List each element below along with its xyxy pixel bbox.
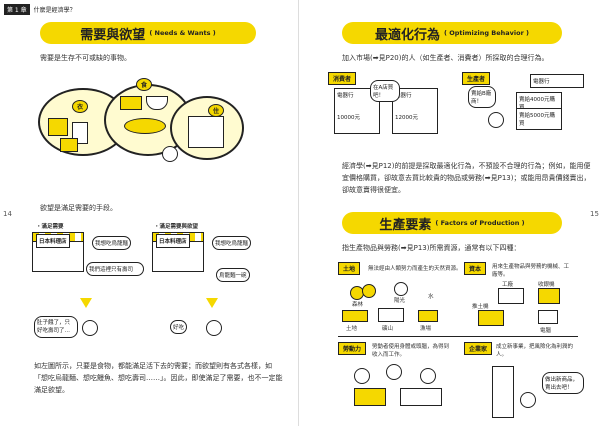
shirt-icon	[48, 118, 68, 136]
land-desc: 無法經由人類努力而產生的天然資源。	[368, 266, 462, 272]
office-building-icon	[492, 366, 514, 418]
thinking-man-icon	[162, 146, 178, 162]
factors-intro: 指生產物品與勞務(➡見P13)所需資源，通常有以下四種：	[342, 244, 521, 252]
building-icon	[188, 116, 224, 148]
panel-left-thought2: 我們這裡只有壽司	[86, 262, 144, 276]
chapter-label: 第 1 章	[4, 4, 30, 15]
worker-icon	[386, 364, 402, 380]
land-item-land: 土地	[346, 326, 358, 332]
entrepreneur-bubble: 做出新商品，賣出去吧！	[542, 372, 584, 394]
rice-bowl-icon	[146, 96, 168, 110]
banner-optimizing: 最適化行為 ( Optimizing Behavior )	[342, 22, 562, 44]
sandwich-icon	[120, 96, 142, 110]
producer-shop-sign: 電器行	[533, 79, 550, 85]
intro-text: 需要是生存不可或缺的事物。	[40, 54, 131, 62]
labor-tag: 勞動力	[338, 342, 367, 355]
entrepreneur-tag: 企業家	[464, 342, 493, 355]
capital-item-computer: 電腦	[540, 328, 552, 334]
capital-item-register: 收銀機	[538, 282, 555, 288]
banner-title: 需要與欲望	[80, 27, 146, 43]
banner-factors: 生產要素 ( Factors of Production )	[342, 212, 562, 234]
section-divider	[338, 336, 578, 337]
labor-desc: 勞動者使用身體或頭腦，為得到收入而工作。	[372, 344, 450, 358]
consumer-tag: 消費者	[328, 72, 357, 85]
page-number-left: 14	[3, 210, 12, 218]
computer-icon	[538, 310, 558, 324]
panel-left-title: ・滿足需要	[36, 224, 64, 230]
offer-b: 賣給5000元購買	[516, 108, 562, 130]
running-header: 第 1 章 什麼是經濟學？	[4, 4, 76, 15]
land-item-forest: 森林	[352, 302, 364, 308]
forklift-icon	[354, 388, 386, 406]
producer-tag: 生產者	[462, 72, 491, 85]
waffle-dish-icon	[124, 118, 166, 134]
producer-bubble: 賣給B廠商！	[468, 86, 496, 108]
mine-icon	[378, 308, 404, 322]
banner-needs-wants: 需要與欲望 ( Needs & Wants )	[40, 22, 256, 44]
trousers-icon	[60, 138, 78, 152]
food-label: 食	[136, 78, 153, 91]
panel-left-thought1: 我想吃烏龍麵	[92, 236, 132, 250]
store-b-price: 12000元	[395, 115, 418, 121]
land-item-mine: 礦山	[382, 326, 394, 332]
panel-left-reply: 肚子餓了，只好吃壽司了…	[34, 316, 78, 338]
store-a-sign: 電器行	[337, 93, 354, 99]
entrepreneur-person-icon	[520, 392, 536, 408]
banner-title: 生產要素	[379, 217, 432, 233]
land-icon	[342, 310, 368, 322]
panel-right-thought1: 我想吃烏龍麵	[212, 236, 252, 250]
panel-right-title: ・滿足需要與欲望	[154, 224, 199, 230]
producer-person-icon	[488, 112, 504, 128]
cash-register-icon	[538, 288, 560, 304]
consumer-bubble: 在A店買吧！	[370, 80, 400, 102]
panel-right-reply: 好吃	[170, 320, 188, 334]
man-eating-right-icon	[206, 320, 222, 336]
page-number-right: 15	[590, 210, 599, 218]
land-item-water: 水	[428, 294, 434, 300]
banner-subtitle: ( Factors of Production )	[435, 219, 525, 227]
wants-intro-text: 欲望是滿足需要的手段。	[40, 204, 117, 212]
down-arrow-left	[80, 298, 92, 308]
optimizing-body: 經濟學(➡見P12)的前提是採取最適化行為，不預設不合理的行為；例如，能用便宜價…	[342, 162, 591, 194]
bulldozer-icon	[478, 310, 504, 326]
right-page: 15 最適化行為 ( Optimizing Behavior ) 加入市場(➡見…	[302, 0, 600, 426]
down-arrow-right	[206, 298, 218, 308]
store-b-sign: 電器行	[395, 93, 412, 99]
panel-right-shop-sign: 日本料理店	[156, 234, 190, 248]
sun-icon	[394, 282, 408, 296]
worker-icon	[420, 368, 436, 384]
land-item-sun: 陽光	[394, 298, 406, 304]
panel-left-shop-sign: 日本料理店	[36, 234, 70, 248]
panel-right-thought2: 烏龍麵一碗	[216, 268, 250, 282]
capital-item-bulldozer: 推土機	[472, 304, 489, 310]
forest-icon	[362, 284, 376, 298]
producer-shop: 電器行	[530, 74, 584, 88]
land-item-fishery: 漁場	[420, 326, 432, 332]
left-page: 第 1 章 什麼是經濟學？ 14 需要與欲望 ( Needs & Wants )…	[0, 0, 299, 426]
man-eating-left-icon	[82, 320, 98, 336]
worker-icon	[354, 368, 370, 384]
entrepreneur-desc: 成立新事業，把風險化為利潤的人。	[496, 344, 574, 358]
banner-title: 最適化行為	[374, 27, 440, 43]
store-a-price: 10000元	[337, 115, 360, 121]
factory-icon	[498, 288, 524, 304]
office-desk-icon	[400, 388, 442, 406]
land-tag: 土地	[338, 262, 361, 275]
clothing-label: 衣	[72, 100, 89, 113]
capital-desc: 用來生產物品與勞務的機械、工廠等。	[492, 264, 570, 278]
banner-subtitle: ( Needs & Wants )	[149, 29, 216, 37]
conclusion-text: 如左圖所示，只要是食物，都能滿足活下去的需要；而欲望則有各式各樣，如「想吃烏龍麵…	[34, 362, 283, 394]
capital-item-factory: 工廠	[502, 282, 514, 288]
chapter-title: 什麼是經濟學？	[33, 7, 76, 14]
fish-icon	[418, 310, 438, 322]
capital-tag: 資本	[464, 262, 487, 275]
banner-subtitle: ( Optimizing Behavior )	[443, 29, 530, 37]
optimizing-intro: 加入市場(➡見P20)的人（如生產者、消費者）所採取的合理行為。	[342, 54, 549, 62]
